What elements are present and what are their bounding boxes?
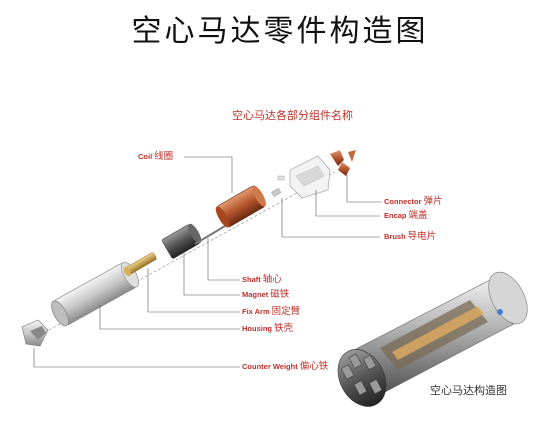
counter-weight-part	[21, 319, 49, 347]
page-title: 空心马达零件构造图	[131, 14, 429, 49]
motor-caption: 空心马达构造图	[430, 384, 507, 397]
encap-part	[289, 155, 331, 199]
brush-part	[271, 175, 285, 197]
connector-part	[330, 150, 356, 176]
diagram-subtitle: 空心马达各部分组件名称	[232, 109, 353, 122]
assembled-motor-cutaway	[337, 271, 528, 407]
magnet-part	[161, 223, 202, 259]
coil-part	[215, 185, 266, 228]
leader-lines	[33, 156, 382, 368]
housing-part	[51, 261, 139, 327]
shaft-part	[194, 225, 226, 245]
fix-arm-part	[123, 252, 157, 277]
